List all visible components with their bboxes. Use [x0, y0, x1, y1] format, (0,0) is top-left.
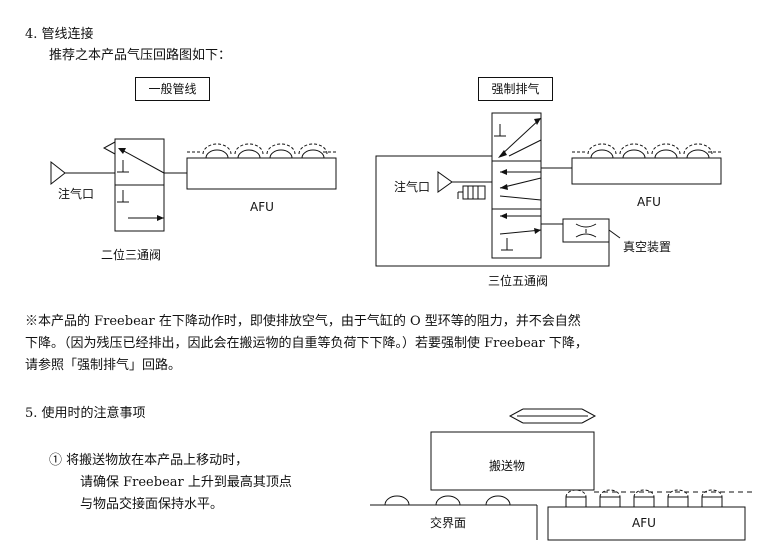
note-line-2: 下降。（因为残压已经排出，因此会在搬运物的自重等负荷下下降。）若要强制使 Fre…: [25, 336, 588, 351]
left-diagram-title: 一般管线: [135, 77, 210, 101]
interface-label: 交界面: [430, 516, 467, 530]
right-valve-label: 三位五通阀: [488, 274, 549, 288]
note-line-3: 请参照「强制排气」回路。: [25, 358, 182, 373]
vacuum-device-label: 真空装置: [623, 240, 672, 254]
right-inlet-label: 注气口: [394, 180, 431, 194]
vacuum-device-symbol: [541, 218, 621, 243]
section-4-heading: 4. 管线连接: [25, 27, 94, 42]
item-1-line-3: 与物品交接面保持水平。: [80, 497, 224, 512]
afu-unit-bottom: [547, 489, 752, 541]
conveyor-interface: [370, 495, 538, 540]
section-4-intro: 推荐之本产品气压回路图如下：: [49, 48, 232, 63]
exhaust-loop-line: [375, 155, 610, 267]
left-afu-label: AFU: [250, 200, 274, 214]
note-line-1: ※本产品的 Freebear 在下降动作时，即使排放空气，由于气缸的 O 型环等…: [25, 314, 581, 329]
left-inlet-label: 注气口: [58, 187, 95, 201]
afu-unit-right: [541, 143, 722, 185]
item-1-line-2: 请确保 Freebear 上升到最高其顶点: [80, 475, 292, 490]
object-label: 搬送物: [489, 459, 526, 473]
inlet-silencer: [437, 171, 492, 200]
transfer-object: [430, 431, 595, 491]
afu-unit-left: [186, 143, 337, 190]
left-valve-label: 二位三通阀: [101, 248, 162, 262]
item-1-line-1: ① 将搬送物放在本产品上移动时，: [49, 453, 249, 468]
bottom-afu-label: AFU: [632, 516, 656, 530]
right-diagram-title: 强制排气: [478, 77, 553, 101]
three-position-five-way-valve-symbol: [491, 112, 542, 259]
right-afu-label: AFU: [637, 195, 661, 209]
section-5-heading: 5. 使用时的注意事项: [25, 406, 146, 421]
two-position-three-way-valve-symbol: [50, 138, 187, 232]
movement-double-arrow: [508, 408, 597, 424]
